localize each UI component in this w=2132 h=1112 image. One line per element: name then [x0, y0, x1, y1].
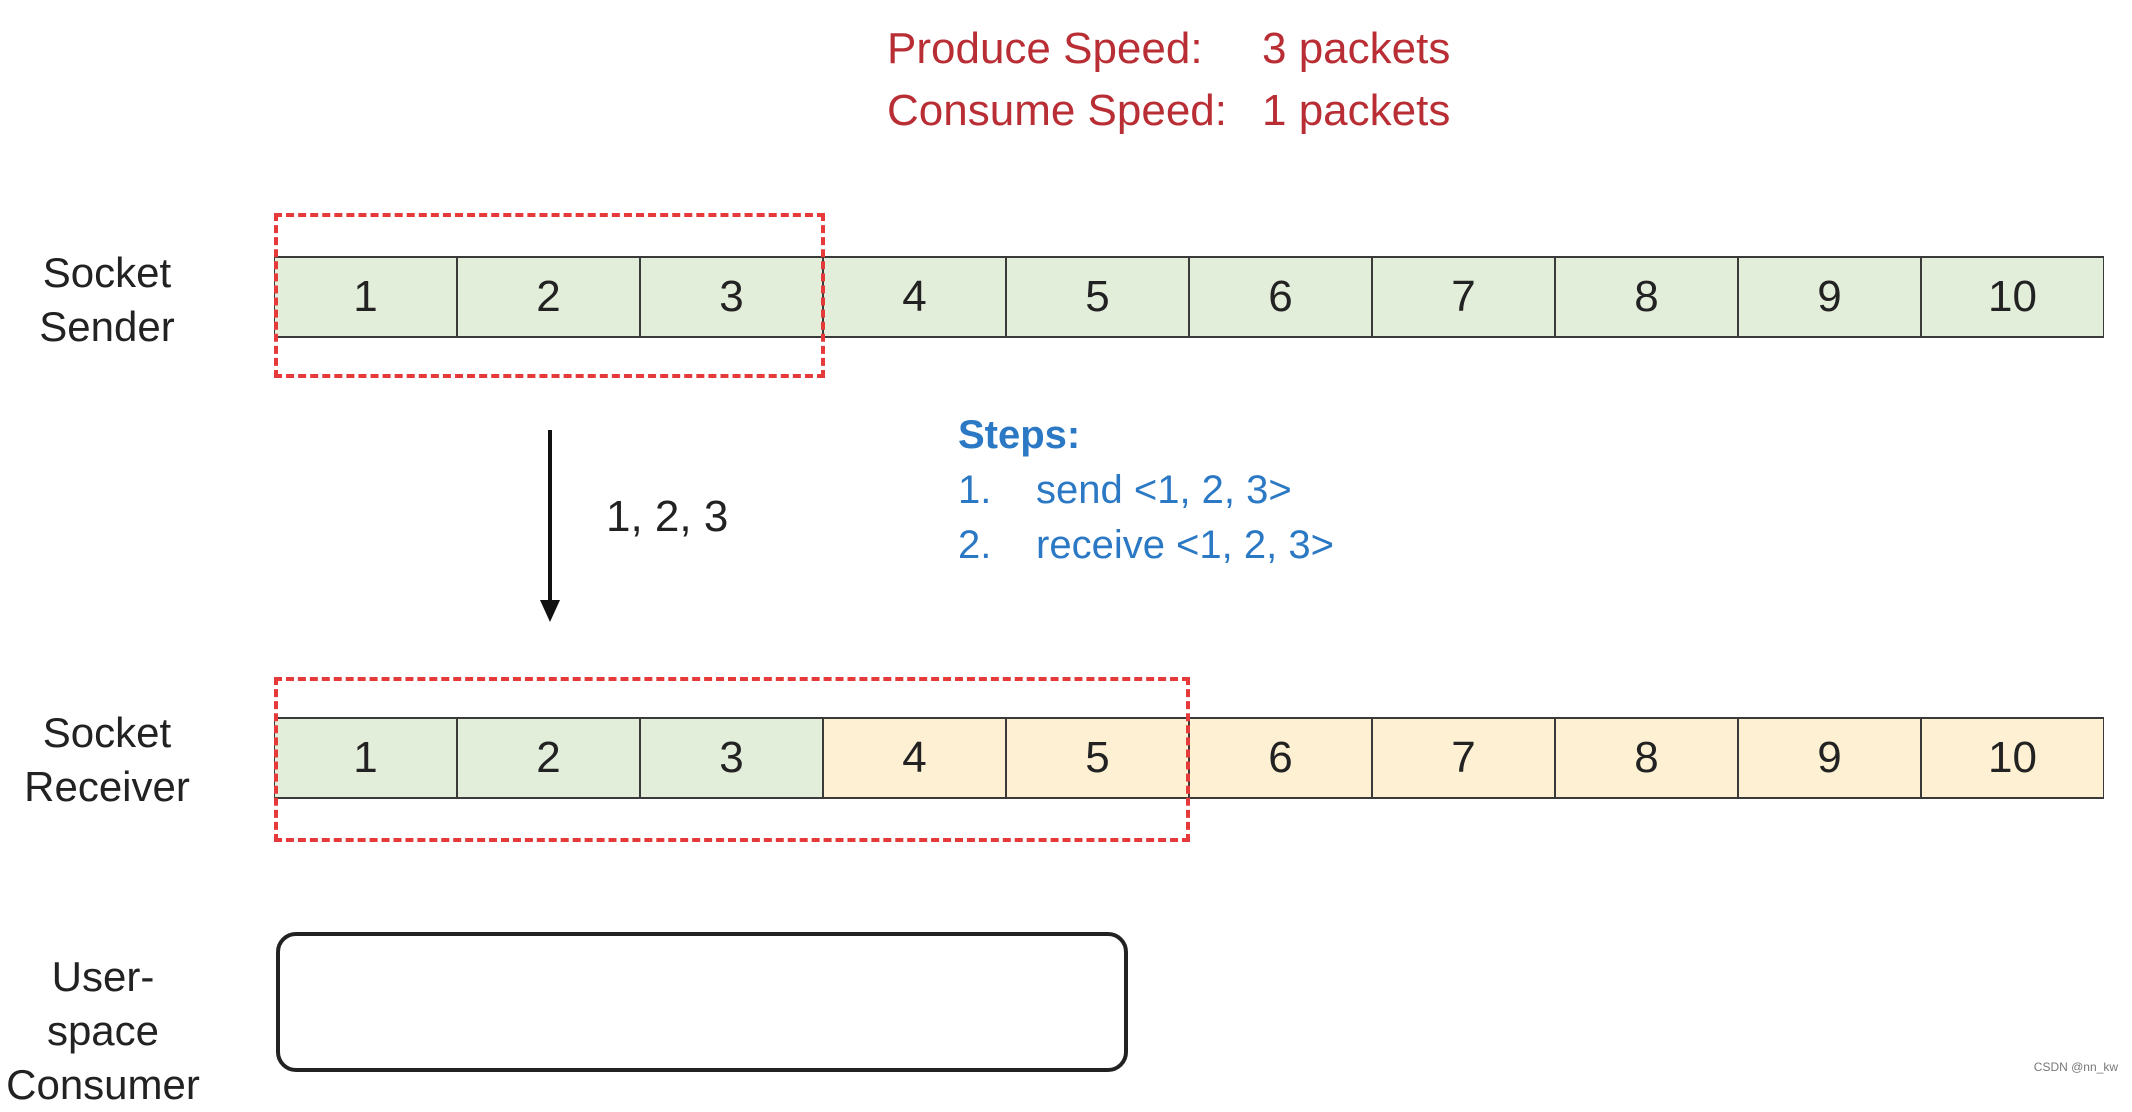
consume-speed-value: 1 packets: [1262, 86, 1451, 135]
consumer-label: User-space Consumer: [3, 950, 203, 1112]
receiver-label-line1: Socket: [42, 709, 172, 756]
sender-packet-cell: 4: [823, 256, 1006, 338]
consume-speed-row: Consume Speed: 1 packets: [887, 80, 1450, 142]
produce-speed-value: 3 packets: [1262, 24, 1451, 73]
step-number: 2.: [958, 523, 992, 567]
down-arrow-icon: [540, 430, 560, 622]
step-item: 2. receive <1, 2, 3>: [958, 518, 1334, 573]
receiver-packet-cell: 2: [457, 717, 640, 799]
receiver-packet-cell: 5: [1006, 717, 1189, 799]
receiver-packet-cell: 7: [1372, 717, 1555, 799]
consumer-label-line2: Consumer: [6, 1061, 200, 1108]
sender-label-line1: Socket: [42, 249, 172, 296]
receiver-label-line2: Receiver: [24, 763, 190, 810]
sender-packet-cell: 8: [1555, 256, 1738, 338]
sender-packet-cell: 7: [1372, 256, 1555, 338]
sender-packet-cell: 1: [274, 256, 457, 338]
step-number: 1.: [958, 468, 992, 512]
sender-packet-cell: 10: [1921, 256, 2104, 338]
receiver-packet-cell: 10: [1921, 717, 2104, 799]
consumer-label-line1: User-space: [46, 953, 160, 1054]
receiver-packet-cell: 8: [1555, 717, 1738, 799]
receiver-window-frame: [274, 677, 1190, 842]
steps-list: Steps: 1. send <1, 2, 3> 2. receive <1, …: [958, 408, 1334, 573]
receiver-packet-cell: 4: [823, 717, 1006, 799]
receiver-packet-cell: 9: [1738, 717, 1921, 799]
consumer-box: [276, 932, 1128, 1072]
watermark: CSDN @nn_kw: [2033, 1060, 2118, 1074]
sender-packet-cell: 9: [1738, 256, 1921, 338]
receiver-packet-cell: 6: [1189, 717, 1372, 799]
step-text: receive <1, 2, 3>: [1036, 523, 1334, 567]
produce-speed-row: Produce Speed: 3 packets: [887, 18, 1450, 80]
sender-packet-cell: 2: [457, 256, 640, 338]
receiver-packet-cell: 1: [274, 717, 457, 799]
receiver-label: Socket Receiver: [7, 706, 207, 814]
transfer-arrow: [532, 428, 568, 629]
speed-info: Produce Speed: 3 packets Consume Speed: …: [887, 18, 1450, 142]
receiver-packet-cell: 3: [640, 717, 823, 799]
sender-packet-cell: 3: [640, 256, 823, 338]
transfer-label: 1, 2, 3: [606, 492, 729, 541]
steps-title: Steps:: [958, 413, 1081, 457]
sender-window-frame: [274, 213, 825, 378]
receiver-buffer: 1 2 3 4 5 6 7 8 9 10: [274, 717, 2104, 799]
sender-packet-cell: 5: [1006, 256, 1189, 338]
consume-speed-label: Consume Speed:: [887, 86, 1227, 135]
sender-label: Socket Sender: [7, 246, 207, 354]
step-item: 1. send <1, 2, 3>: [958, 463, 1334, 518]
sender-label-line2: Sender: [39, 303, 175, 350]
produce-speed-label: Produce Speed:: [887, 24, 1203, 73]
sender-packet-cell: 6: [1189, 256, 1372, 338]
sender-buffer: 1 2 3 4 5 6 7 8 9 10: [274, 256, 2104, 338]
step-text: send <1, 2, 3>: [1036, 468, 1292, 512]
